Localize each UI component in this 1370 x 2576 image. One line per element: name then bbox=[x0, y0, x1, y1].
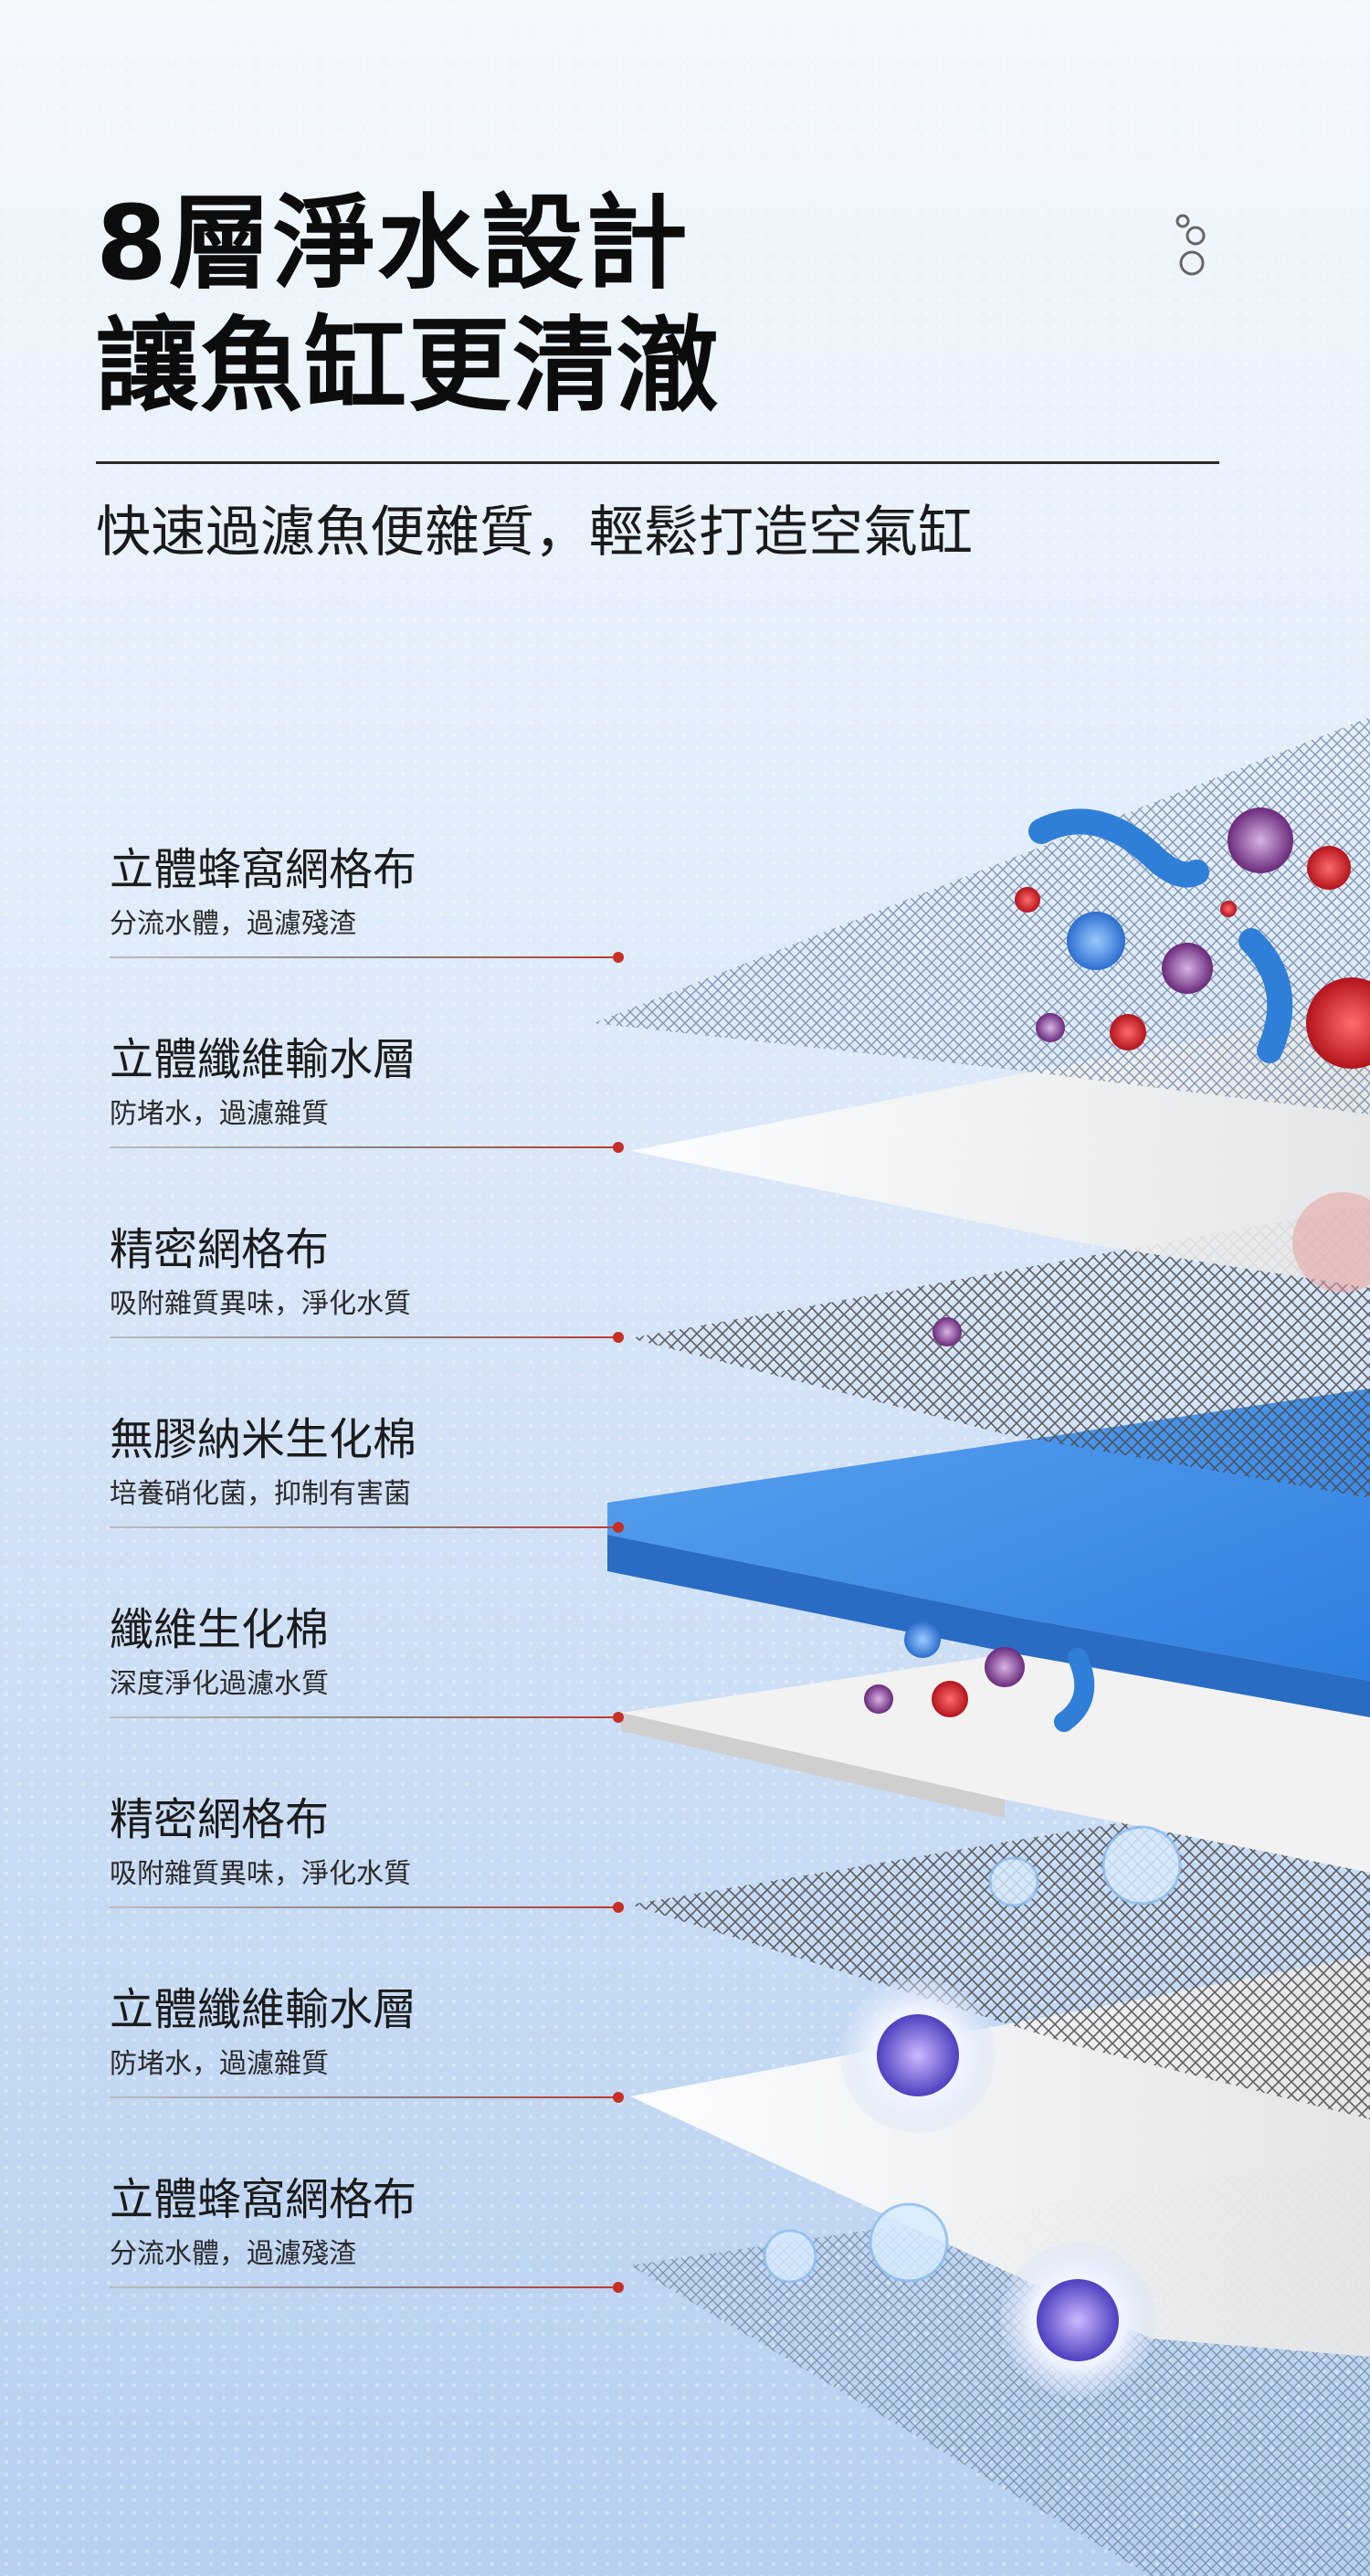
water-molecules bbox=[763, 1825, 1182, 2398]
bubbles-icon bbox=[1175, 214, 1206, 276]
water-molecule-icon bbox=[1101, 1825, 1182, 1906]
layer-name: 精密網格布 bbox=[110, 1794, 330, 1845]
bacteria-icon bbox=[1028, 808, 1209, 888]
page-title: 8層淨水設計 讓魚缸更清澈 bbox=[96, 183, 1219, 428]
red-cell-icon bbox=[932, 1681, 968, 1717]
layer-name: 立體纖維輸水層 bbox=[110, 1034, 417, 1085]
layer-desc: 分流水體，過濾殘渣 bbox=[110, 2238, 356, 2270]
layer-label-4: 無膠納米生化棉 培養硝化菌，抑制有害菌 bbox=[110, 1410, 624, 1538]
water-molecule-icon bbox=[763, 2229, 817, 2284]
bacteria-icon bbox=[1238, 928, 1293, 1063]
layer-pointer-line bbox=[110, 956, 616, 958]
virus-icon bbox=[933, 1317, 962, 1346]
layer-1-honeycomb-mesh bbox=[594, 717, 1370, 1114]
layer-label-1: 立體蜂窩網格布 分流水體，過濾殘渣 bbox=[110, 840, 624, 968]
layer-desc: 深度淨化過濾水質 bbox=[110, 1668, 329, 1700]
bacteria-ball-icon bbox=[1067, 912, 1125, 970]
layer-pointer-dot bbox=[613, 2092, 624, 2103]
layer-desc: 培養硝化菌，抑制有害菌 bbox=[110, 1478, 411, 1510]
layer-label-3: 精密網格布 吸附雜質異味，淨化水質 bbox=[110, 1220, 624, 1348]
layer-desc: 分流水體，過濾殘渣 bbox=[110, 908, 356, 940]
bacteria-group-middle bbox=[864, 1621, 1095, 1732]
layer-pointer-dot bbox=[613, 1902, 624, 1913]
layer-6-mesh bbox=[630, 1781, 1370, 2119]
layer-pointer-line bbox=[110, 1906, 616, 1908]
layer-label-7: 立體纖維輸水層 防堵水，過濾雜質 bbox=[110, 1980, 624, 2108]
layer-pointer-line bbox=[110, 2286, 616, 2288]
layer-pointer-dot bbox=[613, 952, 624, 963]
layer-pointer-line bbox=[110, 1336, 616, 1338]
virus-icon bbox=[1228, 808, 1293, 873]
red-cell-icon bbox=[1110, 1014, 1146, 1050]
layer-name: 立體蜂窩網格布 bbox=[110, 2174, 417, 2225]
layer-3-mesh bbox=[630, 1206, 1370, 1498]
layer-pointer-dot bbox=[613, 1522, 624, 1533]
layer-pointer-line bbox=[110, 1146, 616, 1148]
layer-name: 無膠納米生化棉 bbox=[110, 1414, 417, 1465]
layer-pointer-dot bbox=[613, 1332, 624, 1343]
cell-cluster-core-icon bbox=[1037, 2279, 1119, 2361]
layer-name: 立體纖維輸水層 bbox=[110, 1984, 417, 2035]
red-cell-icon bbox=[1220, 901, 1237, 917]
red-cell-icon bbox=[1307, 846, 1351, 890]
layer-pointer-line bbox=[110, 1716, 616, 1718]
layer-name: 立體蜂窩網格布 bbox=[110, 844, 417, 895]
water-molecule-icon bbox=[869, 2202, 949, 2283]
bacteria-group-top bbox=[933, 808, 1370, 1346]
layer-5-fiber-cotton-edge bbox=[621, 1713, 1005, 1818]
layer-desc: 吸附雜質異味，淨化水質 bbox=[110, 1858, 411, 1890]
layer-desc: 防堵水，過濾雜質 bbox=[110, 1098, 329, 1130]
virus-icon bbox=[864, 1684, 893, 1714]
layer-label-5: 纖維生化棉 深度淨化過濾水質 bbox=[110, 1600, 624, 1728]
header: 8層淨水設計 讓魚缸更清澈 bbox=[96, 183, 1219, 428]
layer-pointer-line bbox=[110, 1526, 616, 1528]
red-cell-icon bbox=[1306, 977, 1370, 1069]
bacteria-icon bbox=[1054, 1648, 1095, 1732]
virus-icon bbox=[1036, 1013, 1065, 1042]
virus-icon bbox=[1162, 943, 1213, 994]
layer-pointer-dot bbox=[613, 1142, 624, 1153]
layer-desc: 防堵水，過濾雜質 bbox=[110, 2048, 329, 2080]
cell-cluster-core-icon bbox=[877, 2014, 959, 2096]
water-molecule-icon bbox=[988, 1856, 1039, 1907]
subtitle: 快速過濾魚便雜質，輕鬆打造空氣缸 bbox=[96, 501, 973, 565]
title-line-1: 8層淨水設計 bbox=[96, 185, 690, 303]
layer-label-6: 精密網格布 吸附雜質異味，淨化水質 bbox=[110, 1790, 624, 1918]
layer-stack bbox=[594, 717, 1370, 2576]
layer-4-blue-foam-edge bbox=[607, 1535, 1370, 1717]
title-line-2: 讓魚缸更清澈 bbox=[96, 307, 721, 426]
red-cell-faded-icon bbox=[1292, 1192, 1370, 1293]
layer-pointer-dot bbox=[613, 2282, 624, 2293]
virus-icon bbox=[985, 1647, 1025, 1687]
layer-pointer-dot bbox=[613, 1712, 624, 1723]
layer-label-8: 立體蜂窩網格布 分流水體，過濾殘渣 bbox=[110, 2170, 624, 2298]
red-cell-icon bbox=[1015, 887, 1040, 913]
layer-name: 精密網格布 bbox=[110, 1224, 330, 1275]
layer-pointer-line bbox=[110, 2096, 616, 2098]
layer-label-2: 立體纖維輸水層 防堵水，過濾雜質 bbox=[110, 1030, 624, 1158]
layer-desc: 吸附雜質異味，淨化水質 bbox=[110, 1288, 411, 1320]
filter-layers-illustration bbox=[594, 717, 1370, 2576]
bacteria-ball-icon bbox=[904, 1621, 941, 1658]
title-divider bbox=[96, 461, 1219, 464]
layer-name: 纖維生化棉 bbox=[110, 1604, 330, 1655]
